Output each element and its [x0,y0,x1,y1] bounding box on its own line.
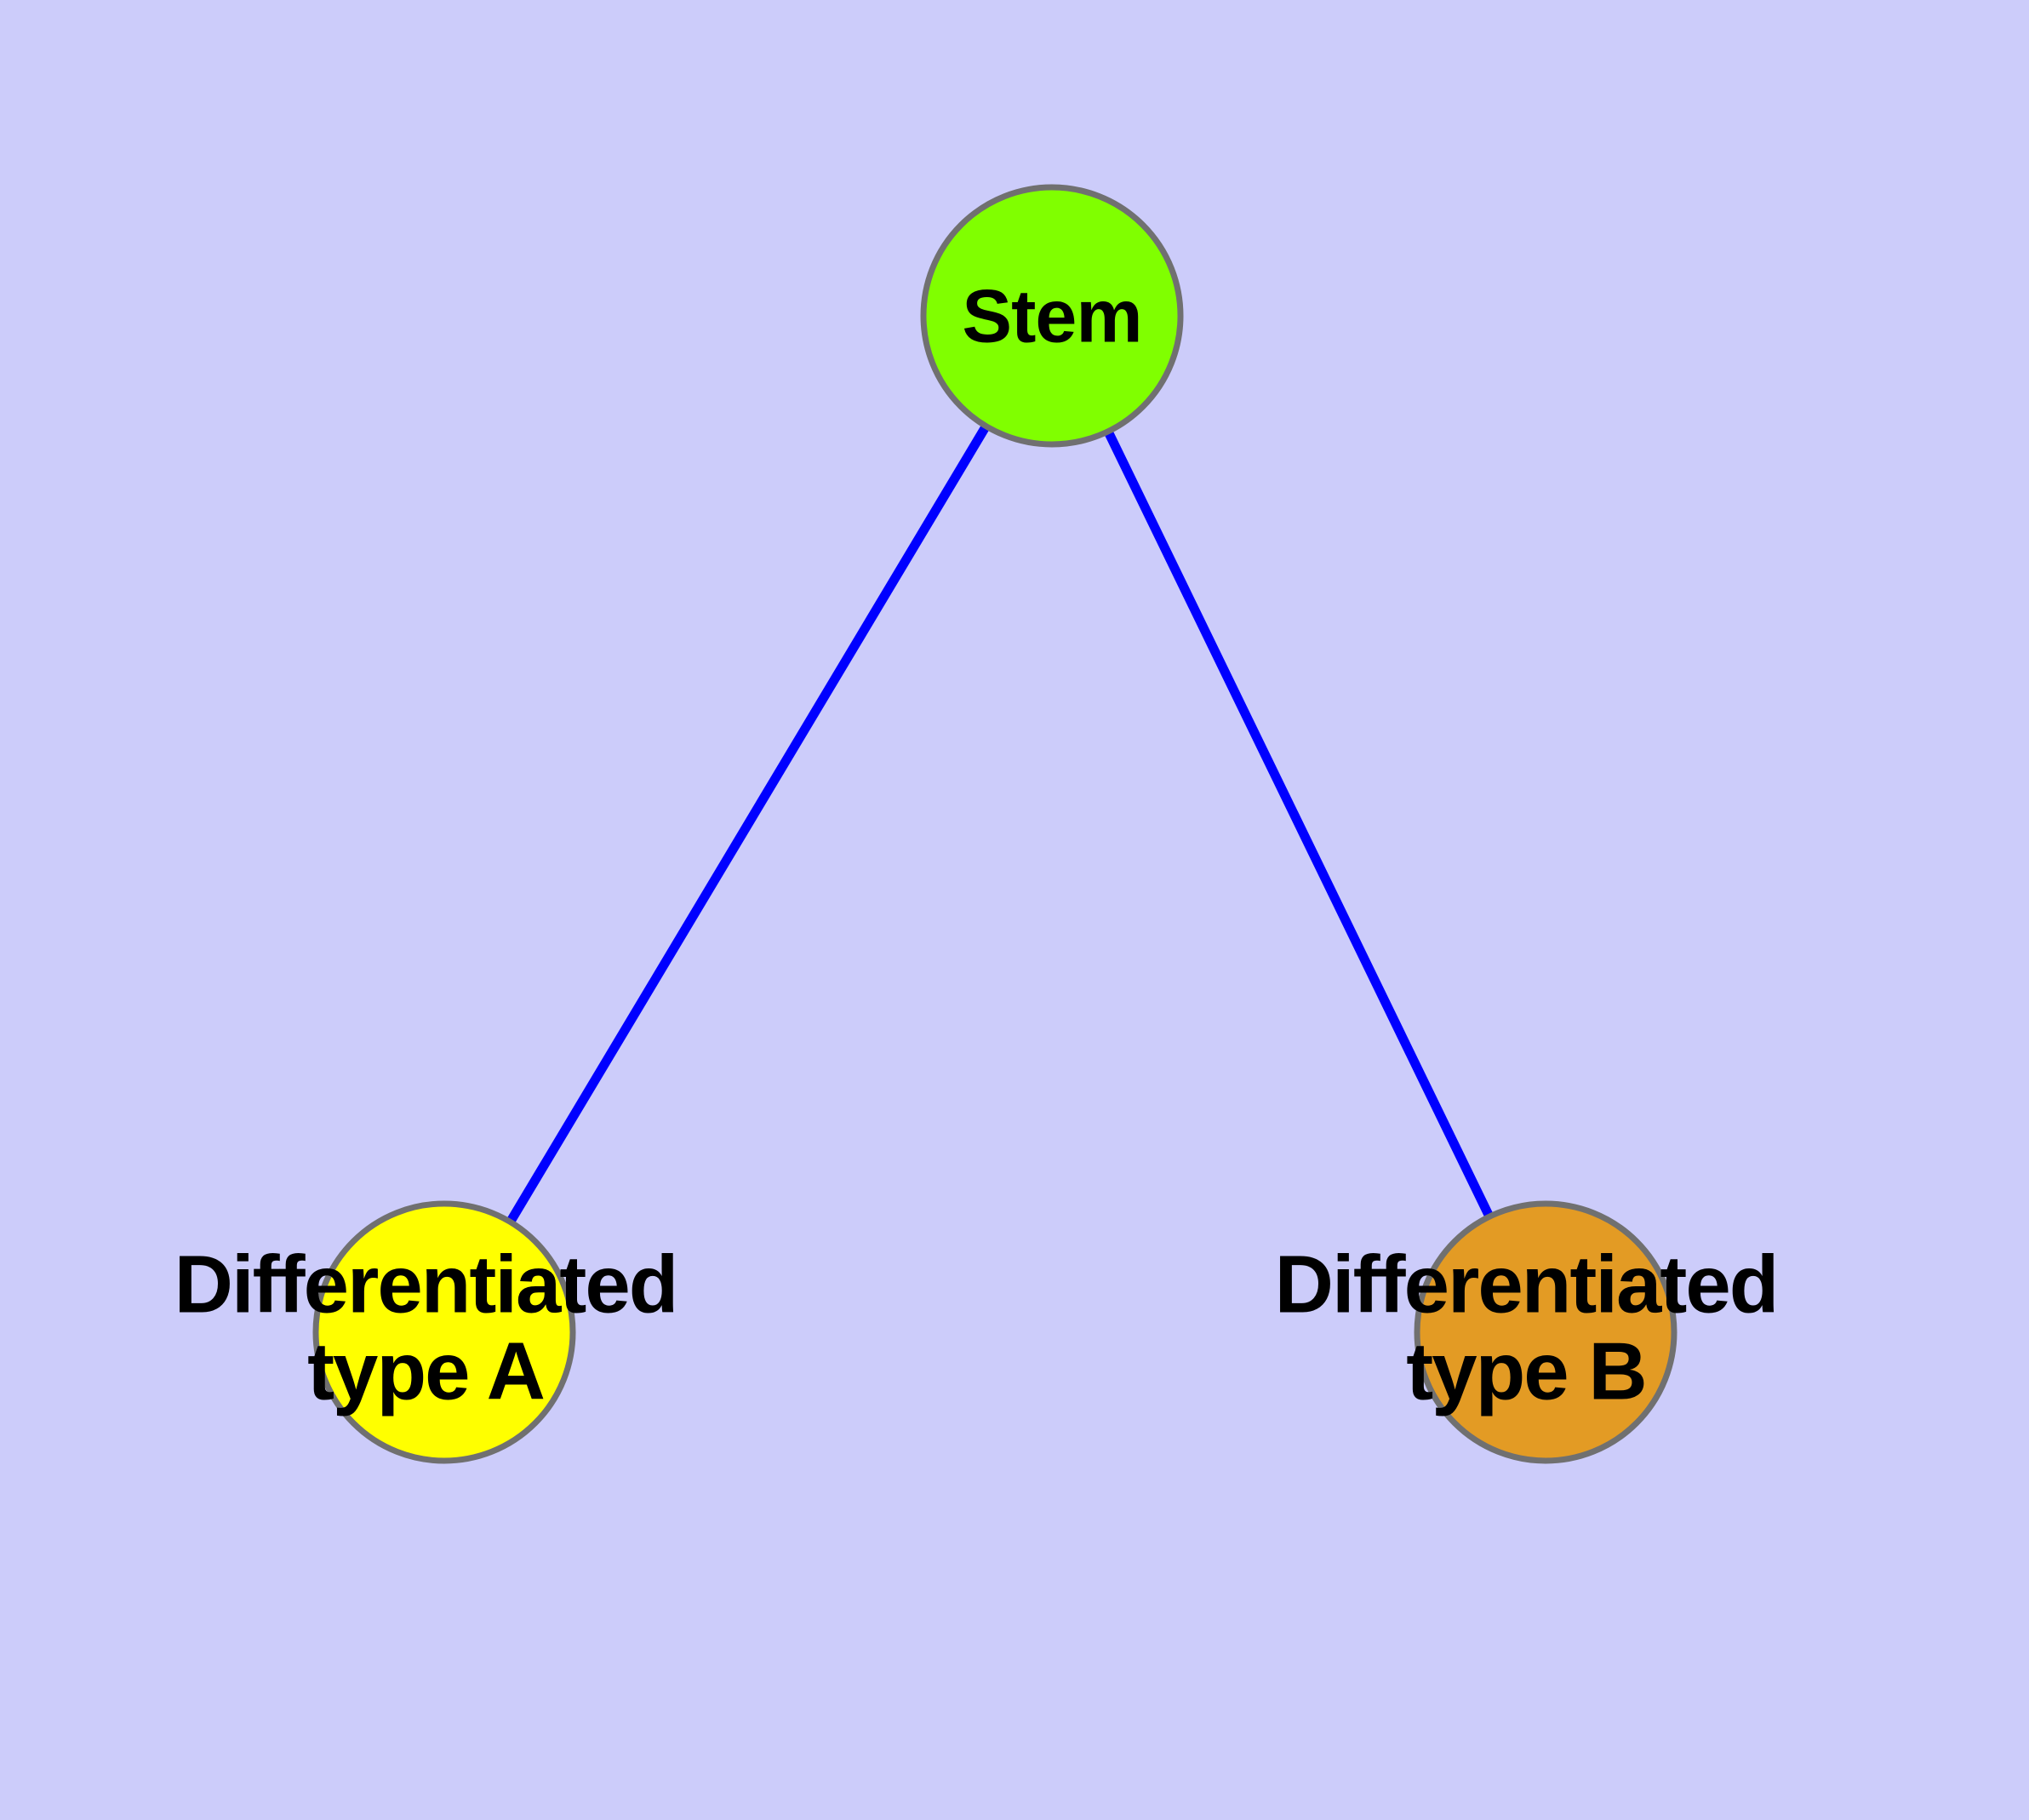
edge-stem-to-differentiated-type-b[interactable] [1104,429,1494,1219]
edge-layer [506,423,1494,1225]
node-layer [312,184,1677,1464]
edge-stem-to-differentiated-type-a[interactable] [506,423,991,1225]
node-stem[interactable] [920,184,1184,448]
node-differentiated-type-b[interactable] [1414,1200,1677,1464]
node-differentiated-type-a[interactable] [312,1200,576,1464]
